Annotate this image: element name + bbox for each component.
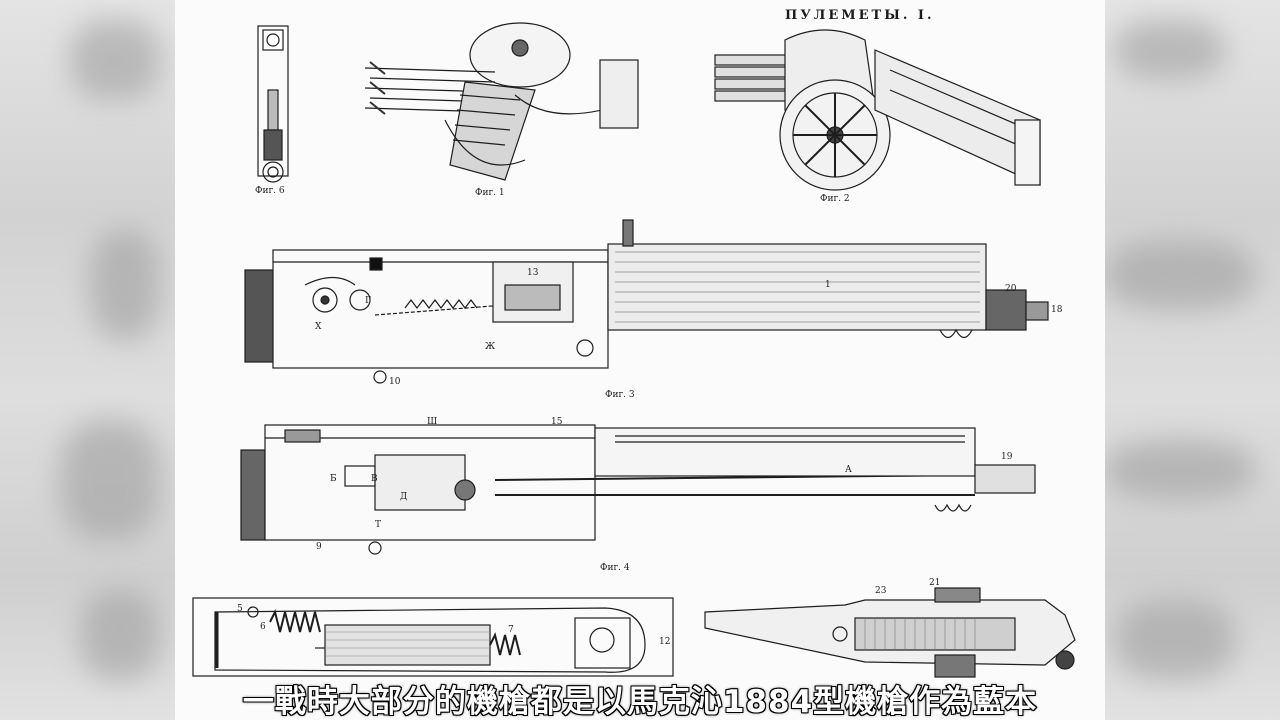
fig6-drawing	[257, 25, 289, 183]
callout-kh: Х	[315, 322, 322, 332]
callout-21: 21	[929, 578, 941, 588]
fig2-drawing	[714, 29, 1041, 191]
fig4-drawing	[240, 424, 1036, 555]
spring-assembly-drawing	[192, 597, 674, 677]
fig1-label: Фиг. 1	[475, 188, 505, 198]
callout-10: 10	[389, 377, 401, 387]
engraving-drawing	[192, 22, 1076, 678]
fig1-drawing	[364, 22, 639, 181]
callout-12: 12	[659, 637, 671, 647]
callout-zh: Ж	[485, 342, 496, 352]
callout-6: 6	[260, 622, 266, 632]
callout-20: 20	[1005, 284, 1017, 294]
callout-a: А	[845, 465, 852, 475]
blurred-background-right	[1105, 0, 1280, 720]
engraving-plate: ПУЛЕМЕТЫ. I. Фиг. 6 Фиг. 1 Фиг. 2 Фиг. 3…	[175, 0, 1105, 720]
callout-23: 23	[875, 586, 887, 596]
callout-7: 7	[508, 625, 514, 635]
callout-sh: Ш	[427, 417, 438, 427]
callout-t: Т	[375, 520, 382, 530]
callout-19: 19	[1001, 452, 1013, 462]
callout-b: Б	[330, 474, 337, 484]
callout-18: 18	[1051, 305, 1063, 315]
video-subtitle: 一戰時大部分的機槍都是以馬克沁1884型機槍作為藍本	[242, 683, 1038, 720]
callout-15: 15	[551, 417, 563, 427]
fig3-drawing	[244, 219, 1049, 384]
plate-title: ПУЛЕМЕТЫ. I.	[785, 8, 935, 23]
callout-5: 5	[237, 604, 243, 614]
lock-mechanism-drawing	[704, 587, 1076, 678]
blurred-background-left	[0, 0, 175, 720]
fig2-label: Фиг. 2	[820, 194, 850, 204]
callout-v: В	[371, 474, 378, 484]
fig4-label: Фиг. 4	[600, 563, 630, 573]
callout-13: 13	[527, 268, 539, 278]
fig6-label: Фиг. 6	[255, 186, 285, 196]
callout-g: Г	[365, 296, 371, 306]
callout-barrel: 1	[825, 280, 831, 290]
callout-d: Д	[400, 492, 408, 502]
callout-9: 9	[316, 542, 322, 552]
fig3-label: Фиг. 3	[605, 390, 635, 400]
